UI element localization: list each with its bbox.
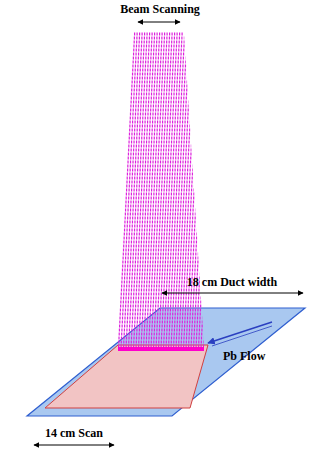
beam-stroke xyxy=(130,117,190,120)
beam-stroke xyxy=(123,257,199,260)
width-arrow xyxy=(162,293,303,294)
beam-stroke xyxy=(124,229,197,232)
beam-stroke xyxy=(120,297,200,300)
beam-stroke xyxy=(126,197,195,200)
beam-stroke xyxy=(132,65,186,68)
beam-stroke xyxy=(132,81,188,84)
beam-stroke xyxy=(127,165,192,168)
beam-stroke xyxy=(123,253,198,256)
beam-stroke xyxy=(133,61,186,64)
beam-stroke xyxy=(123,241,197,244)
beam-stroke xyxy=(124,237,198,240)
beam-stroke xyxy=(129,133,191,136)
beam-stroke xyxy=(119,329,203,332)
scan-region xyxy=(45,345,208,408)
beam-stroke xyxy=(134,41,185,44)
beam-stroke xyxy=(126,181,193,184)
dimension-label: 14 cm Scan xyxy=(44,427,104,440)
beam-stroke xyxy=(127,177,194,180)
beam-stroke xyxy=(130,113,189,116)
beam-stroke xyxy=(129,125,190,128)
beam-stroke xyxy=(133,49,185,52)
beam-stroke xyxy=(119,325,203,328)
beam-stroke xyxy=(124,225,196,228)
beam-stroke xyxy=(131,89,187,92)
beam-stroke xyxy=(128,141,190,144)
beam-stroke xyxy=(122,265,199,268)
beam-stroke xyxy=(128,153,192,156)
beam-stroke xyxy=(127,173,193,176)
beam-stroke xyxy=(120,309,202,312)
beam-footprint xyxy=(118,347,204,351)
beam-stroke xyxy=(128,149,191,152)
title-label: Beam Scanning xyxy=(119,3,201,16)
beam-stroke xyxy=(125,213,196,216)
beam-stroke xyxy=(131,101,189,104)
beam-stroke xyxy=(129,121,189,124)
beam-stroke xyxy=(122,261,198,264)
beam-stroke xyxy=(130,105,188,108)
beam-stroke xyxy=(129,137,191,140)
duct-sheet xyxy=(27,308,305,416)
beam-stroke xyxy=(130,109,189,112)
beam-stroke xyxy=(127,161,192,164)
flow-label: Pb Flow xyxy=(222,350,266,363)
beam-stroke xyxy=(118,337,203,340)
beam-stroke xyxy=(129,129,190,132)
beam-stroke xyxy=(134,37,184,40)
beam-stroke xyxy=(126,189,194,192)
beam-stroke xyxy=(128,145,191,148)
flow-arrow xyxy=(208,322,272,343)
beam-stroke xyxy=(118,341,204,344)
beam-stroke xyxy=(125,209,195,212)
dimension-label: 18 cm Duct width xyxy=(186,276,278,289)
beam-stroke xyxy=(127,169,193,172)
beam-stroke xyxy=(131,93,188,96)
beam-stroke xyxy=(133,45,184,48)
beam-stroke xyxy=(120,301,201,304)
beam-stroke xyxy=(119,317,202,320)
beam-stroke xyxy=(122,269,199,272)
beam-stroke xyxy=(120,313,202,316)
beam-stroke xyxy=(128,157,192,160)
scan-width-arrow xyxy=(34,445,114,446)
scan-arrow xyxy=(138,22,180,23)
beam-stroke xyxy=(119,321,202,324)
flow-arrow-line xyxy=(212,326,272,346)
beam-stroke xyxy=(126,185,194,188)
beam-stroke xyxy=(131,97,188,100)
beam-stroke xyxy=(123,245,197,248)
beam-stroke xyxy=(125,217,196,220)
beam-stroke xyxy=(131,85,187,88)
beam-stroke xyxy=(133,53,185,56)
beam-stroke xyxy=(126,193,194,196)
beam-stroke xyxy=(123,249,198,252)
beam-stroke xyxy=(124,221,196,224)
beam-stroke xyxy=(132,69,186,72)
beam-stroke xyxy=(132,77,187,80)
beam-stroke xyxy=(124,233,197,236)
beam-stroke xyxy=(133,57,186,60)
beam-stroke xyxy=(134,33,184,36)
beam-stroke xyxy=(119,333,204,336)
beam-stroke xyxy=(125,205,195,208)
beam-stroke xyxy=(125,201,194,204)
beam-strokes xyxy=(118,34,204,346)
beam-stroke xyxy=(120,305,201,308)
beam-stroke xyxy=(132,73,187,76)
